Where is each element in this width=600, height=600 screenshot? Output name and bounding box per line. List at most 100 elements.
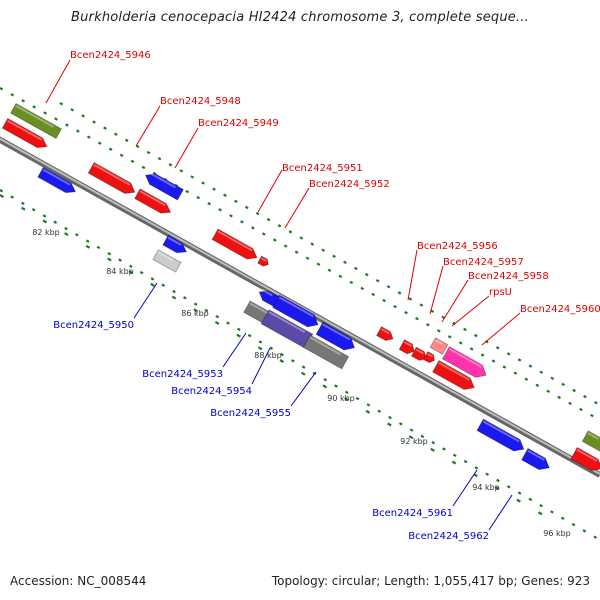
track-tick bbox=[474, 333, 478, 338]
label-rpsU[interactable]: rpsU bbox=[489, 287, 512, 298]
gene-rpsU[interactable] bbox=[429, 337, 449, 355]
track-tick bbox=[107, 252, 112, 256]
track-tick bbox=[377, 409, 382, 413]
track-tick bbox=[386, 285, 391, 289]
label-bcen2424-5951[interactable]: Bcen2424_5951 bbox=[282, 163, 363, 174]
label-bcen2424-5958[interactable]: Bcen2424_5958 bbox=[468, 271, 549, 282]
gene-bcen2424-5958[interactable] bbox=[441, 346, 490, 382]
gene-bcen2424-5949[interactable] bbox=[143, 170, 184, 201]
label-bcen2424-5949[interactable]: Bcen2424_5949 bbox=[198, 118, 279, 129]
label-bcen2424-5962[interactable]: Bcen2424_5962 bbox=[408, 531, 489, 542]
track-tick bbox=[594, 401, 598, 405]
track-tick bbox=[327, 268, 332, 272]
track-tick bbox=[496, 478, 500, 483]
track-tick bbox=[97, 141, 102, 145]
track-tick bbox=[299, 236, 304, 240]
gene-bcen2424-5950[interactable] bbox=[152, 249, 182, 273]
label-bcen2424-5954[interactable]: Bcen2424_5954 bbox=[171, 386, 252, 397]
label-bcen2424-5960[interactable]: Bcen2424_5960 bbox=[520, 304, 600, 315]
track-tick bbox=[393, 304, 397, 309]
track-tick bbox=[234, 199, 238, 204]
label-bcen2424-5950[interactable]: Bcen2424_5950 bbox=[53, 320, 134, 331]
track-tick bbox=[212, 187, 216, 191]
track-tick bbox=[290, 359, 295, 363]
label-bcen2424-5946[interactable]: Bcen2424_5946 bbox=[70, 50, 151, 61]
track-tick bbox=[495, 346, 500, 350]
label-bcen2424-5952[interactable]: Bcen2424_5952 bbox=[309, 179, 390, 190]
track-tick bbox=[451, 460, 457, 465]
track-tick bbox=[279, 359, 285, 363]
track-tick bbox=[272, 238, 277, 242]
track-tick bbox=[0, 189, 4, 193]
gene-bcen2424-5948[interactable] bbox=[87, 162, 138, 198]
track-tick bbox=[107, 257, 112, 262]
gene-blue-84k[interactable] bbox=[162, 234, 189, 256]
gene-blue-88k[interactable] bbox=[315, 321, 358, 354]
track-tick bbox=[168, 163, 173, 167]
gene-red-5949b[interactable] bbox=[134, 188, 174, 217]
gene-bcen2424-5957[interactable] bbox=[410, 346, 428, 363]
label-bcen2424-5953[interactable]: Bcen2424_5953 bbox=[142, 369, 223, 380]
label-bcen2424-5948[interactable]: Bcen2424_5948 bbox=[160, 96, 241, 107]
track-tick bbox=[323, 378, 328, 382]
track-tick bbox=[0, 194, 5, 198]
track-tick bbox=[321, 248, 325, 252]
label-bcen2424-5961[interactable]: Bcen2424_5961 bbox=[372, 508, 453, 519]
callout-5950 bbox=[133, 282, 158, 319]
gene-bcen2424-5960[interactable] bbox=[432, 360, 478, 394]
track-tick bbox=[130, 159, 135, 164]
track-tick bbox=[560, 516, 565, 520]
gene-red-90k[interactable] bbox=[376, 326, 396, 344]
track-tick bbox=[332, 254, 336, 258]
track-tick bbox=[590, 413, 594, 418]
callout-5962 bbox=[488, 494, 513, 531]
gene-blue-left[interactable] bbox=[37, 166, 78, 196]
label-bcen2424-5955[interactable]: Bcen2424_5955 bbox=[210, 408, 291, 419]
callout-5952 bbox=[284, 187, 310, 229]
track-tick bbox=[398, 422, 403, 426]
track-tick bbox=[388, 415, 392, 420]
track-tick bbox=[269, 346, 274, 350]
track-tick bbox=[349, 280, 354, 285]
track-tick bbox=[59, 102, 64, 106]
track-tick bbox=[494, 485, 500, 490]
track-tick bbox=[277, 224, 282, 228]
scale-label: 94 kbp bbox=[472, 483, 500, 492]
track-tick bbox=[240, 220, 244, 224]
gene-blue-87k[interactable] bbox=[272, 294, 322, 331]
inner-scale-track-ticks bbox=[0, 194, 543, 516]
gene-olive-top[interactable] bbox=[10, 102, 62, 140]
gene-red-right[interactable] bbox=[570, 446, 600, 475]
track-tick bbox=[571, 522, 576, 527]
callout-5951 bbox=[257, 169, 283, 213]
track-tick bbox=[355, 396, 360, 401]
gene-bcen2424-5946[interactable] bbox=[1, 117, 49, 151]
gene-bcen2424-5961[interactable] bbox=[476, 418, 527, 455]
track-tick bbox=[397, 291, 402, 295]
gene-red-small[interactable] bbox=[422, 351, 436, 365]
scale-label: 86 kbp bbox=[181, 309, 209, 318]
gene-bcen2424-5951[interactable] bbox=[211, 228, 260, 263]
callout-5958 bbox=[441, 279, 469, 323]
gene-bcen2424-5955[interactable] bbox=[302, 334, 350, 370]
track-tick bbox=[266, 217, 271, 222]
track-tick bbox=[550, 510, 554, 514]
track-tick bbox=[371, 292, 376, 297]
label-bcen2424-5956[interactable]: Bcen2424_5956 bbox=[417, 241, 498, 252]
track-tick bbox=[550, 376, 555, 380]
track-tick bbox=[103, 126, 107, 130]
gene-olive-right[interactable] bbox=[581, 430, 600, 452]
label-bcen2424-5957[interactable]: Bcen2424_5957 bbox=[443, 257, 524, 268]
gene-blue-86k[interactable] bbox=[257, 287, 280, 308]
track-tick bbox=[537, 511, 543, 516]
topology-summary: Topology: circular; Length: 1,055,417 bp… bbox=[271, 574, 590, 588]
track-tick bbox=[135, 144, 140, 149]
track-tick bbox=[593, 535, 597, 539]
callout-5960 bbox=[481, 312, 521, 346]
track-tick bbox=[119, 153, 124, 157]
gene-bcen2424-5952[interactable] bbox=[257, 255, 271, 268]
gene-bcen2424-5962[interactable] bbox=[521, 447, 553, 473]
track-tick bbox=[382, 298, 386, 303]
gene-bcen2424-5956[interactable] bbox=[398, 339, 417, 356]
